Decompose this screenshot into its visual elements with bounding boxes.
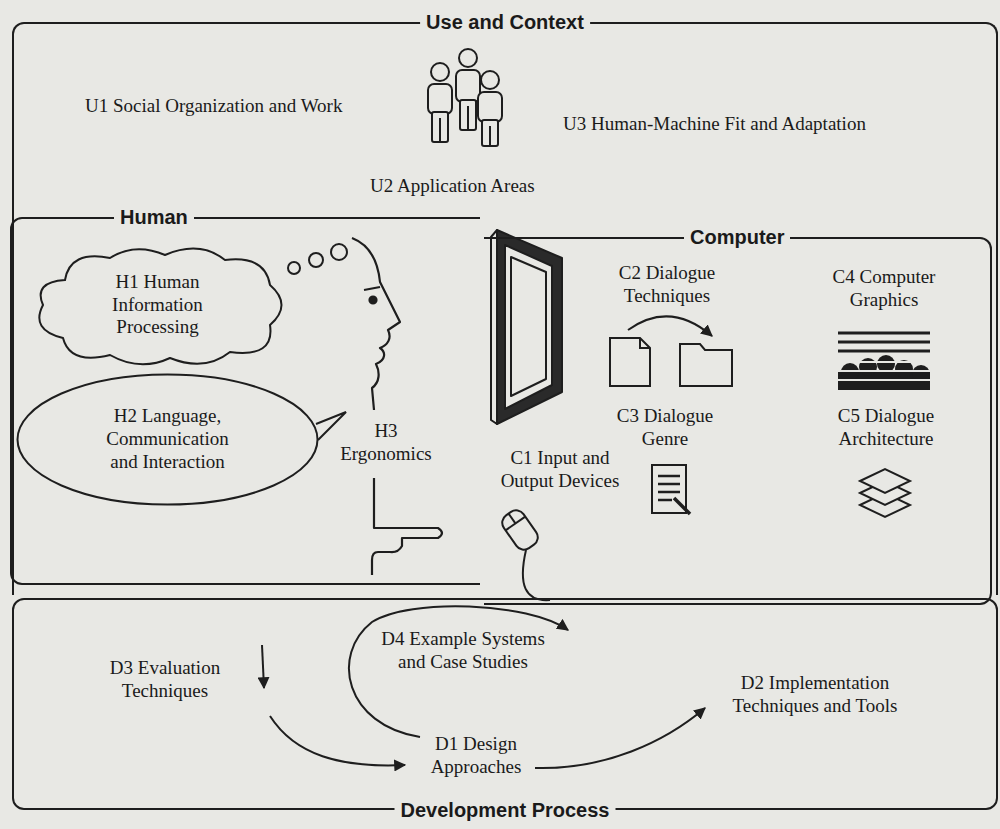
graphics-icon [838,332,930,335]
architecture-icon [860,469,910,517]
topic-label: C3 Dialogue Genre [605,405,725,451]
people-icon [428,49,502,146]
graphics-icon [836,333,932,390]
mouse-icon [523,550,550,600]
monitor-icon [491,230,562,424]
topic-label: U3 Human-Machine Fit and Adaptation [563,113,866,136]
topic-label: D3 Evaluation Techniques [90,657,240,703]
cycle-arrow [270,716,405,765]
people-icon [431,63,449,81]
genre-icon [658,475,680,478]
monitor-icon [511,257,546,396]
graphics-icon [838,350,930,353]
architecture-icon [860,469,910,493]
concept-ellipse: H2 Language, Communication and Interacti… [15,372,320,507]
people-icon [456,70,480,102]
head-profile [370,297,377,304]
dialogue-icon [610,316,732,386]
people-icon [478,92,502,122]
topic-label: U1 Social Organization and Work [85,95,342,118]
concept-text: H1 Human Information Processing [102,271,214,339]
people-icon [459,49,477,67]
people-icon [482,120,498,146]
topic-label: D1 Design Approaches [421,733,531,779]
thought-bubbles [331,244,347,260]
genre-icon [658,491,680,494]
region-heading: Use and Context [420,10,590,34]
dialogue-icon [610,338,650,386]
graphics-icon [836,361,932,363]
region-heading: Development Process [395,798,616,822]
mouse-icon [499,507,542,554]
people-icon [481,71,499,89]
graphics-icon [838,341,930,344]
topic-label: C4 Computer Graphics [824,266,944,312]
people-icon [460,100,476,130]
genre-icon [652,465,690,514]
monitor-icon [497,230,562,424]
dialogue-icon [628,316,712,336]
cycle-arrow [535,708,705,768]
thought-bubbles [288,244,347,274]
mouse-icon [499,507,550,600]
mouse-icon [509,514,516,524]
region-box: HumanH1 Human Information ProcessingH2 L… [10,217,480,585]
genre-icon [674,498,690,514]
head-profile [364,287,380,290]
graphics-icon [836,379,932,381]
ellipse-outline [18,375,318,505]
topic-label: U2 Application Areas [370,175,535,198]
thought-bubbles [288,262,300,274]
topic-label: C2 Dialogue Techniques [607,262,727,308]
people-icon [428,84,452,114]
people-icon [489,126,491,146]
concept-text: H2 Language, Communication and Interacti… [98,405,238,473]
dialogue-icon [640,338,650,348]
graphics-icon [836,370,932,372]
graphics-icon [859,358,877,376]
topic-label: H3 Ergonomics [336,420,436,466]
genre-icon [658,499,672,502]
monitor-icon [505,245,552,409]
region-heading: Human [114,205,194,229]
speech-tail [316,412,346,440]
genre-icon [658,483,680,486]
cycle-arrow [349,606,568,737]
people-icon [432,112,448,142]
dialogue-icon [680,344,732,386]
topic-label: D2 Implementation Techniques and Tools [720,672,910,718]
region-heading: Computer [684,225,790,249]
people-icon [467,106,469,130]
concept-cloud: H1 Human Information Processing [25,240,290,370]
mouse-icon [499,507,542,554]
head-profile [352,238,400,410]
topic-label: C1 Input and Output Devices [492,447,628,493]
cloud-outline [39,249,281,365]
topic-label: C5 Dialogue Architecture [821,405,951,451]
thought-bubbles [309,253,323,267]
head-profile [372,478,442,575]
topic-label: D4 Example Systems and Case Studies [373,628,553,674]
people-icon [439,118,441,142]
head-profile [352,238,442,575]
cycle-arrow [262,645,264,688]
